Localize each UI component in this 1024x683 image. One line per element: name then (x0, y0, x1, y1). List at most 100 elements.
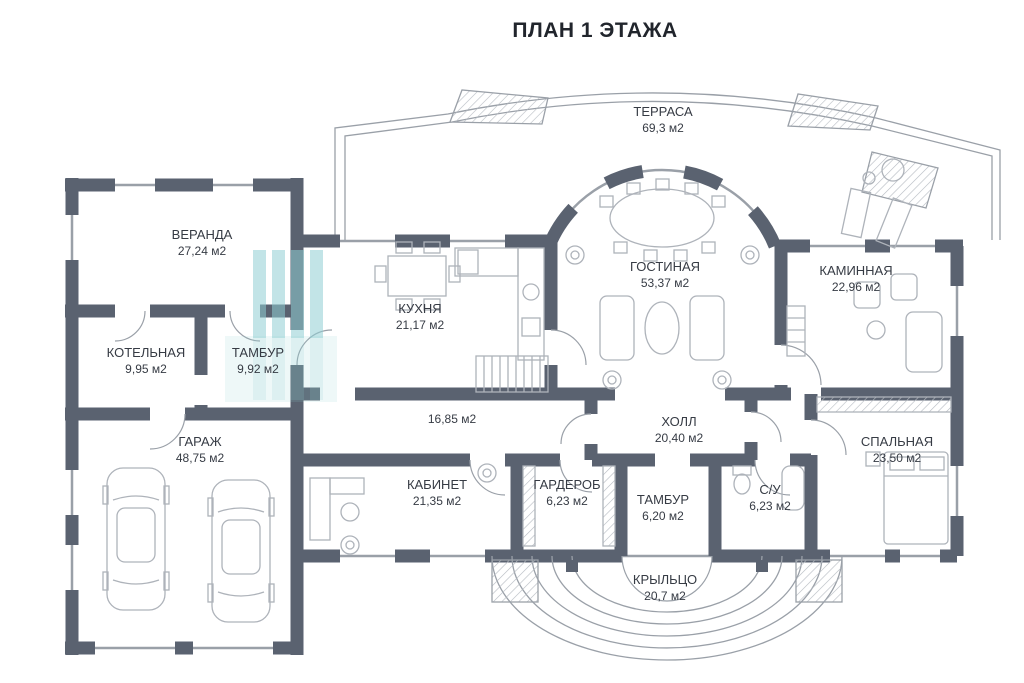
room-name: ТЕРРАСА (633, 104, 693, 119)
room-area: 16,85 м2 (427, 412, 477, 426)
room-label-garage: ГАРАЖ 48,75 м2 (176, 433, 224, 466)
room-name: С/У (759, 482, 781, 497)
room-name: КОТЕЛЬНАЯ (106, 345, 186, 360)
kitchen-fridge (457, 249, 479, 275)
room-name: ТАМБУР (636, 492, 690, 507)
room-label-office: КАБИНЕТ 21,35 м2 (407, 476, 467, 509)
room-label-vestibule2: ТАМБУР 6,20 м2 (637, 491, 689, 524)
watermark-bar (253, 250, 266, 338)
door-arc (469, 459, 506, 496)
room-name: КРЫЛЬЦО (632, 572, 698, 587)
room-label-living: ГОСТИНАЯ 53,37 м2 (630, 258, 700, 291)
room-area: 69,3 м2 (642, 121, 684, 135)
plants (340, 245, 760, 555)
room-name: СПАЛЬНАЯ (860, 434, 934, 449)
door-arc (666, 555, 713, 602)
terrace-steps-side (861, 151, 939, 209)
porch-side-steps-right (795, 559, 843, 603)
terrace-outline (334, 89, 1001, 240)
lounger (875, 197, 913, 249)
room-label-porch: КРЫЛЬЦО 20,7 м2 (633, 571, 697, 604)
room-label-fireplace: КАМИННАЯ 22,96 м2 (819, 262, 892, 295)
watermark-bar (310, 338, 323, 400)
room-label-bathroom: С/У 6,23 м2 (749, 481, 791, 514)
porch-steps (491, 555, 843, 661)
kitchen-sink (522, 283, 540, 301)
car (102, 467, 170, 611)
terrace-table (881, 158, 905, 182)
staircase (475, 355, 549, 393)
door-arc (559, 459, 593, 493)
nightstand (865, 451, 881, 467)
room-name: ТАМБУР (231, 345, 285, 360)
wardrobe-shelf (602, 465, 616, 547)
sofa-left (599, 295, 635, 361)
room-area: 6,23 м2 (546, 494, 588, 508)
dining-table (609, 188, 715, 248)
room-label-kitchen: КУХНЯ 21,17 м2 (396, 300, 444, 333)
fireplace-sofa (905, 311, 943, 373)
room-area: 23,50 м2 (872, 451, 922, 465)
kitchen-counter-top (454, 247, 519, 277)
door-arc (229, 310, 261, 342)
bed (883, 451, 949, 545)
watermark-block (225, 336, 337, 402)
kitchen-counter-side (517, 247, 545, 361)
toilet (732, 465, 752, 495)
sofa-right (689, 295, 725, 361)
porch-side-steps-left (491, 559, 539, 603)
room-label-bedroom: СПАЛЬНАЯ 23,50 м2 (861, 433, 933, 466)
wardrobe-shelf (522, 465, 536, 547)
door-arc (754, 459, 791, 496)
room-name: ГОСТИНАЯ (629, 259, 701, 274)
door-arc (550, 329, 587, 366)
watermark-bar (310, 250, 323, 338)
room-area: 27,24 м2 (177, 244, 227, 258)
watermark-bar (272, 250, 285, 338)
room-label-veranda: ВЕРАНДА 27,24 м2 (172, 226, 233, 259)
room-area: 9,92 м2 (237, 362, 279, 376)
coffee-table (644, 301, 680, 355)
room-area: 22,96 м2 (831, 280, 881, 294)
armchair (890, 273, 918, 301)
porch-columns (566, 560, 768, 572)
room-name: ГАРДЕРОБ (533, 477, 601, 492)
bathtub (781, 465, 805, 511)
watermark-bar (272, 338, 285, 400)
porch-arc (491, 555, 843, 661)
door-arc (149, 413, 186, 450)
room-area: 20,7 м2 (644, 589, 686, 603)
room-label-boiler: КОТЕЛЬНАЯ 9,95 м2 (107, 344, 186, 377)
room-name: ХОЛЛ (661, 414, 697, 429)
watermark-bar (291, 338, 304, 400)
wall-bay-arc (542, 163, 782, 249)
kitchen-table (387, 255, 447, 297)
furniture (102, 158, 952, 623)
room-label-wardrobe: ГАРДЕРОБ 6,23 м2 (533, 476, 600, 509)
room-area: 20,40 м2 (654, 431, 704, 445)
door-arc (780, 344, 822, 386)
door-arc (296, 329, 333, 366)
door-arc (560, 413, 592, 445)
kitchen-stove (521, 317, 541, 337)
room-name: КАМИННАЯ (819, 263, 893, 278)
room-name: КАБИНЕТ (406, 477, 468, 492)
terrace-steps-right (787, 93, 879, 131)
room-label-hall: ХОЛЛ 20,40 м2 (655, 413, 703, 446)
room-label-vestibule1: ТАМБУР 9,92 м2 (232, 344, 284, 377)
armchair (853, 281, 881, 309)
porch-arc (571, 555, 763, 613)
dining-chairs (599, 178, 726, 262)
porch-arc (551, 555, 783, 625)
room-area: 6,23 м2 (749, 499, 791, 513)
fireplace (786, 305, 806, 357)
office-desk (309, 477, 365, 541)
door-arcs (114, 310, 847, 602)
porch-column (566, 560, 578, 572)
lounger (840, 187, 872, 239)
room-area: 9,95 м2 (125, 362, 167, 376)
door-arc (810, 419, 847, 456)
car (207, 479, 275, 623)
